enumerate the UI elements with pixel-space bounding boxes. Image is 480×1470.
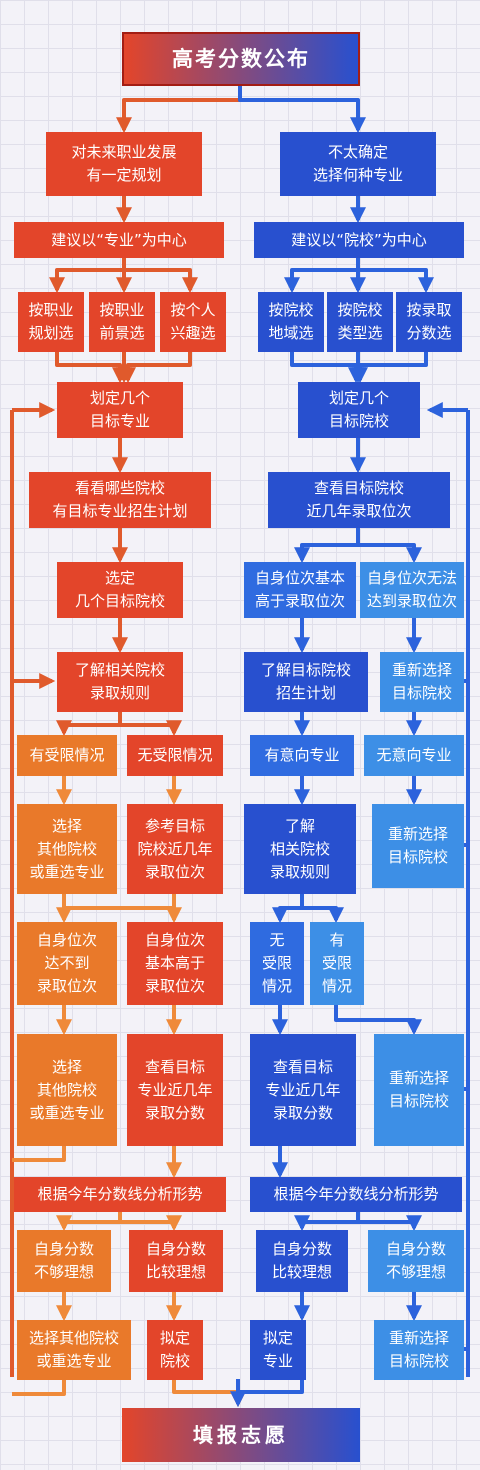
right-suggest: 建议以“院校”为中心 <box>254 222 464 258</box>
left-score-ideal: 自身分数 比较理想 <box>129 1230 223 1292</box>
right-branch: 不太确定 选择何种专业 <box>280 132 436 196</box>
right-reselect-2: 重新选择 目标院校 <box>372 804 464 888</box>
left-method-1: 按职业 规划选 <box>18 292 84 352</box>
right-ideal-action: 拟定 专业 <box>250 1320 306 1380</box>
right-reselect-3: 重新选择 目标院校 <box>374 1034 464 1146</box>
left-branch: 对未来职业发展 有一定规划 <box>46 132 202 196</box>
connector <box>56 1212 122 1232</box>
left-ideal-action: 拟定 院校 <box>147 1320 203 1380</box>
right-score-not-ideal: 自身分数 不够理想 <box>368 1230 464 1292</box>
left-analyze: 根据今年分数线分析形势 <box>14 1177 226 1212</box>
right-enroll-plan: 了解目标院校 招生计划 <box>244 652 368 712</box>
right-analyze: 根据今年分数线分析形势 <box>250 1177 462 1212</box>
right-rank-cannot: 自身位次无法 达到录取位次 <box>360 562 464 618</box>
connector <box>56 712 122 737</box>
connector <box>120 1215 182 1232</box>
left-score-not-ideal: 自身分数 不够理想 <box>17 1230 111 1292</box>
right-target-schools: 划定几个 目标院校 <box>298 382 420 438</box>
left-below-action: 选择 其他院校 或重选专业 <box>17 1034 117 1146</box>
connector <box>124 268 198 294</box>
connector <box>358 543 422 564</box>
left-ref-rank: 参考目标 院校近几年 录取位次 <box>127 804 223 894</box>
right-has-limit: 有 受限 情况 <box>310 922 364 1005</box>
right-reselect-1: 重新选择 目标院校 <box>380 652 464 712</box>
connector <box>284 258 360 294</box>
left-not-ideal-action: 选择其他院校 或重选专业 <box>17 1320 131 1380</box>
right-check-score: 查看目标 专业近几年 录取分数 <box>250 1034 356 1146</box>
right-admission-rules: 了解 相关院校 录取规则 <box>244 804 356 894</box>
right-rank-higher: 自身位次基本 高于录取位次 <box>244 562 356 618</box>
left-method-2: 按职业 前景选 <box>89 292 155 352</box>
left-check-score: 查看目标 专业近几年 录取分数 <box>127 1034 223 1146</box>
right-method-1: 按院校 地域选 <box>258 292 324 352</box>
connector <box>56 894 176 924</box>
connector <box>49 258 126 294</box>
right-check-rank: 查看目标院校 近几年录取位次 <box>268 472 450 528</box>
left-limited-action: 选择 其他院校 或重选专业 <box>17 804 117 894</box>
title-box: 高考分数公布 <box>122 32 360 86</box>
connector <box>120 720 182 737</box>
connector <box>302 906 344 924</box>
connector <box>290 352 364 384</box>
connector <box>238 1380 304 1394</box>
right-method-2: 按院校 类型选 <box>327 292 393 352</box>
connector <box>55 352 128 384</box>
connector <box>238 86 366 134</box>
left-limited: 有受限情况 <box>17 735 117 776</box>
right-not-ideal-action: 重新选择 目标院校 <box>374 1320 464 1380</box>
connector <box>116 86 242 134</box>
left-rank-below: 自身位次 达不到 录取位次 <box>17 922 117 1005</box>
right-no-limit: 无 受限 情况 <box>250 922 304 1005</box>
left-suggest: 建议以“专业”为中心 <box>14 222 224 258</box>
left-target-majors: 划定几个 目标专业 <box>57 382 183 438</box>
left-check-schools: 看看哪些院校 有目标专业招生计划 <box>29 472 211 528</box>
connector <box>294 1212 360 1232</box>
connector <box>272 894 304 924</box>
connector <box>358 268 434 294</box>
connector <box>12 1146 66 1162</box>
left-rank-above: 自身位次 基本高于 录取位次 <box>127 922 223 1005</box>
left-method-3: 按个人 兴趣选 <box>160 292 226 352</box>
connector <box>358 1215 422 1232</box>
left-unlimited: 无受限情况 <box>127 735 223 776</box>
connector <box>12 1380 66 1396</box>
connector <box>352 352 428 384</box>
right-method-3: 按录取 分数选 <box>396 292 462 352</box>
end-box: 填报志愿 <box>122 1408 360 1462</box>
connector <box>172 1380 238 1394</box>
left-select-schools: 选定 几个目标院校 <box>57 562 183 618</box>
connector <box>334 1005 422 1036</box>
left-admission-rules: 了解相关院校 录取规则 <box>57 652 183 712</box>
right-no-intent-major: 无意向专业 <box>364 735 464 776</box>
connector <box>120 352 192 384</box>
connector <box>294 528 360 564</box>
right-intent-major: 有意向专业 <box>250 735 354 776</box>
right-score-ideal: 自身分数 比较理想 <box>256 1230 348 1292</box>
